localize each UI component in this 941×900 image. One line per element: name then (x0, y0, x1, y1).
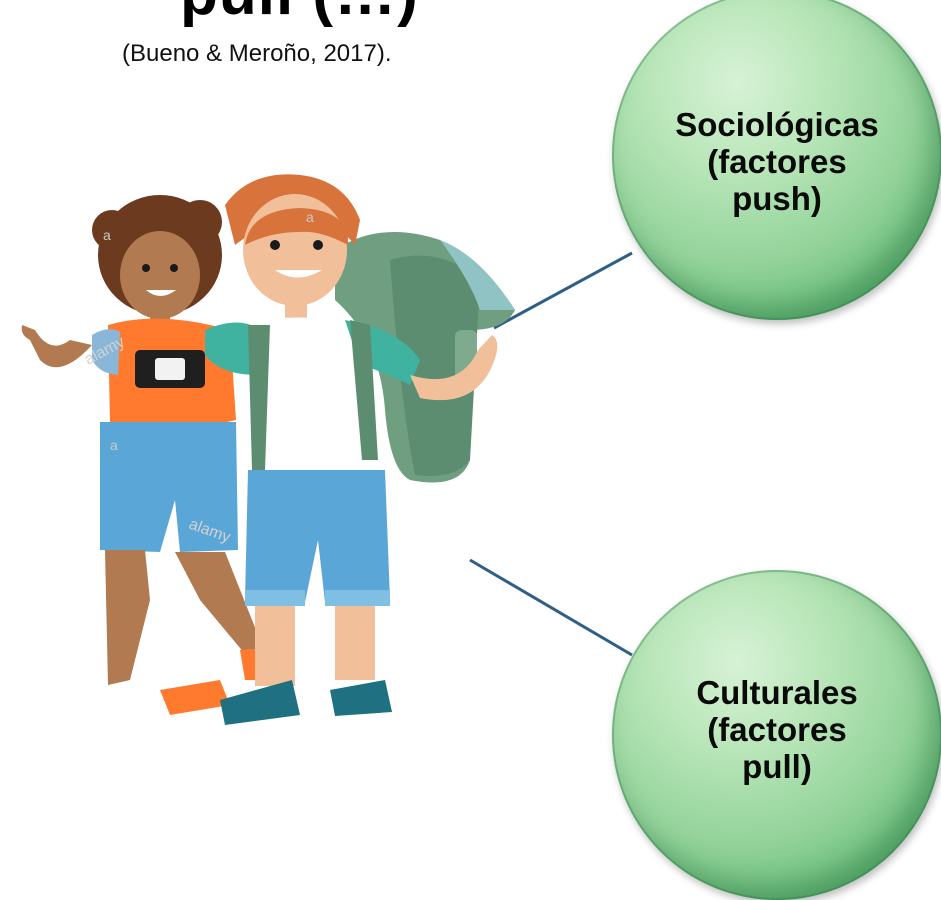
man-figure: a alamy alamy (82, 174, 498, 725)
bubble-culturales: Culturales (factores pull) (612, 570, 941, 900)
two-travelers-icon: a a a alamy alamy (21, 174, 515, 725)
citation-text: (Bueno & Meroño, 2017). (122, 40, 392, 67)
backpack-icon (335, 232, 515, 483)
bubble-label: Culturales (factores pull) (657, 674, 897, 785)
bubble-line: (factores (707, 711, 847, 748)
bubble-sociologicas: Sociológicas (factores push) (612, 0, 941, 320)
woman-figure: a a (21, 195, 272, 715)
bubble-line: (factores (707, 143, 847, 180)
bubble-label: Sociológicas (factores push) (657, 106, 897, 217)
bubble-line: Sociológicas (675, 106, 879, 143)
bubble-line: push) (732, 180, 822, 217)
svg-text:a: a (306, 209, 314, 225)
page-title: pull (…) (180, 0, 419, 29)
svg-text:a: a (110, 437, 118, 453)
bubble-line: Culturales (696, 674, 858, 711)
bubble-line: pull) (742, 748, 812, 785)
svg-text:a: a (103, 227, 111, 243)
